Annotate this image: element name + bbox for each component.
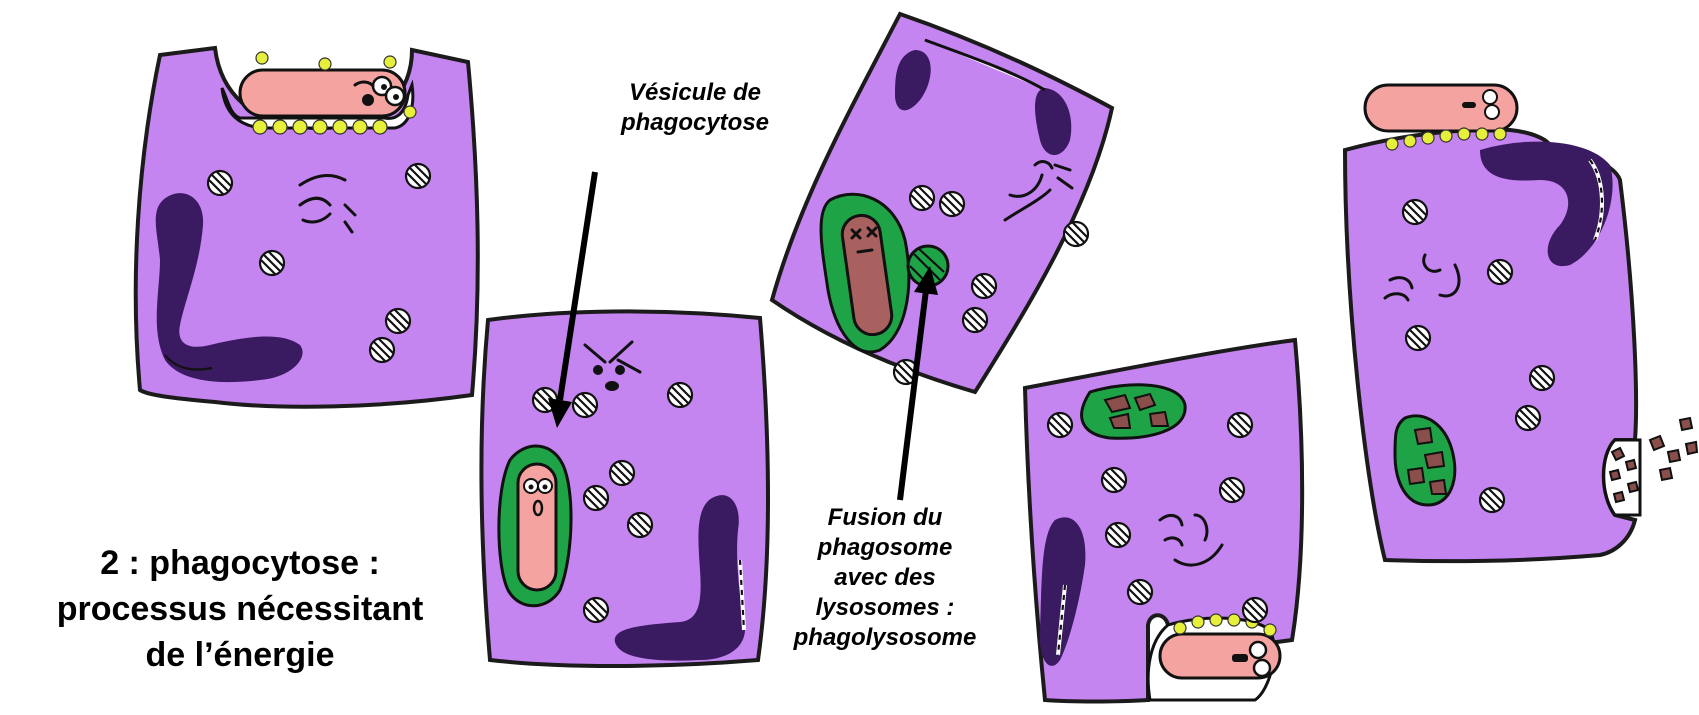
macrophage-cell-1 bbox=[136, 48, 478, 407]
caption-line2: processus nécessitant bbox=[5, 586, 475, 632]
vesicle-label: Vésicule de phagocytose bbox=[580, 78, 810, 138]
diagram-caption: 2 : phagocytose : processus nécessitant … bbox=[5, 540, 475, 678]
phagolysosome bbox=[1082, 385, 1186, 438]
fusion-label: Fusion du phagosome avec des lysosomes :… bbox=[760, 503, 1010, 653]
bacterium bbox=[518, 464, 556, 590]
macrophage-cell-2 bbox=[481, 311, 768, 666]
fusion-label-line3: avec des bbox=[760, 563, 1010, 593]
fusion-label-line4: lysosomes : bbox=[760, 593, 1010, 623]
vesicle-label-line2: phagocytose bbox=[580, 108, 810, 138]
bacterium bbox=[1160, 634, 1280, 678]
macrophage-cell-5 bbox=[1345, 85, 1697, 561]
caption-line1: 2 : phagocytose : bbox=[5, 540, 475, 586]
caption-line3: de l’énergie bbox=[5, 632, 475, 678]
bacterium bbox=[1365, 85, 1517, 131]
bacterium bbox=[240, 70, 405, 116]
fusion-label-line2: phagosome bbox=[760, 533, 1010, 563]
vesicle-label-line1: Vésicule de bbox=[580, 78, 810, 108]
macrophage-cell-3 bbox=[772, 14, 1112, 392]
macrophage-cell-4 bbox=[1025, 340, 1302, 702]
fusion-label-line5: phagolysosome bbox=[760, 623, 1010, 653]
fusion-label-line1: Fusion du bbox=[760, 503, 1010, 533]
